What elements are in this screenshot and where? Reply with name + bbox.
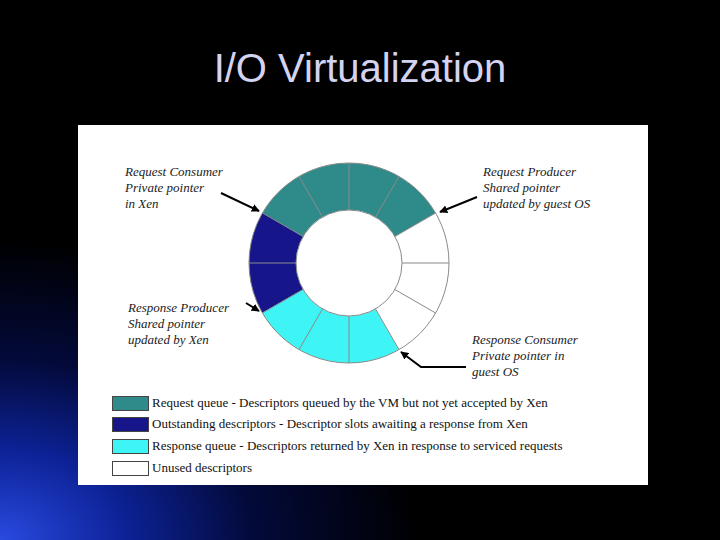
leader-arrow: [440, 197, 477, 212]
leader-arrow: [246, 303, 259, 311]
pointer-note: Private pointer in Xen: [125, 180, 217, 212]
legend-text: Unused descriptors: [152, 460, 252, 476]
ring-inner: [296, 210, 402, 316]
pointer-name: Request Consumer: [125, 164, 223, 180]
legend-text: Response queue - Descriptors returned by…: [152, 438, 562, 454]
pointer-name: Response Consumer: [472, 332, 578, 348]
request-arc: [244, 158, 453, 367]
pointer-arrows: [221, 193, 477, 367]
legend-text: Request queue - Descriptors queued by th…: [152, 395, 548, 411]
leader-arrow: [401, 352, 466, 367]
legend-swatch: [112, 461, 149, 476]
legend-swatch: [112, 417, 149, 432]
pointer-name: Request Producer: [483, 164, 576, 180]
leader-arrow: [221, 193, 259, 211]
outstanding-arc: [244, 158, 453, 367]
legend-swatch: [112, 396, 149, 411]
unused-arc: [244, 158, 453, 367]
ring: [244, 158, 453, 367]
legend-text: Outstanding descriptors - Descriptor slo…: [152, 416, 528, 432]
response-arc: [244, 158, 453, 367]
legend-swatch: [112, 439, 149, 454]
pointer-name: Response Producer: [128, 300, 229, 316]
pointer-note: Shared pointer updated by Xen: [128, 316, 218, 348]
slide-title: I/O Virtualization: [0, 46, 720, 91]
slot-dividers: [249, 163, 449, 363]
ring-outer: [249, 163, 449, 363]
pointer-note: Private pointer in guest OS: [472, 348, 568, 380]
pointer-note: Shared pointer updated by guest OS: [483, 180, 605, 212]
